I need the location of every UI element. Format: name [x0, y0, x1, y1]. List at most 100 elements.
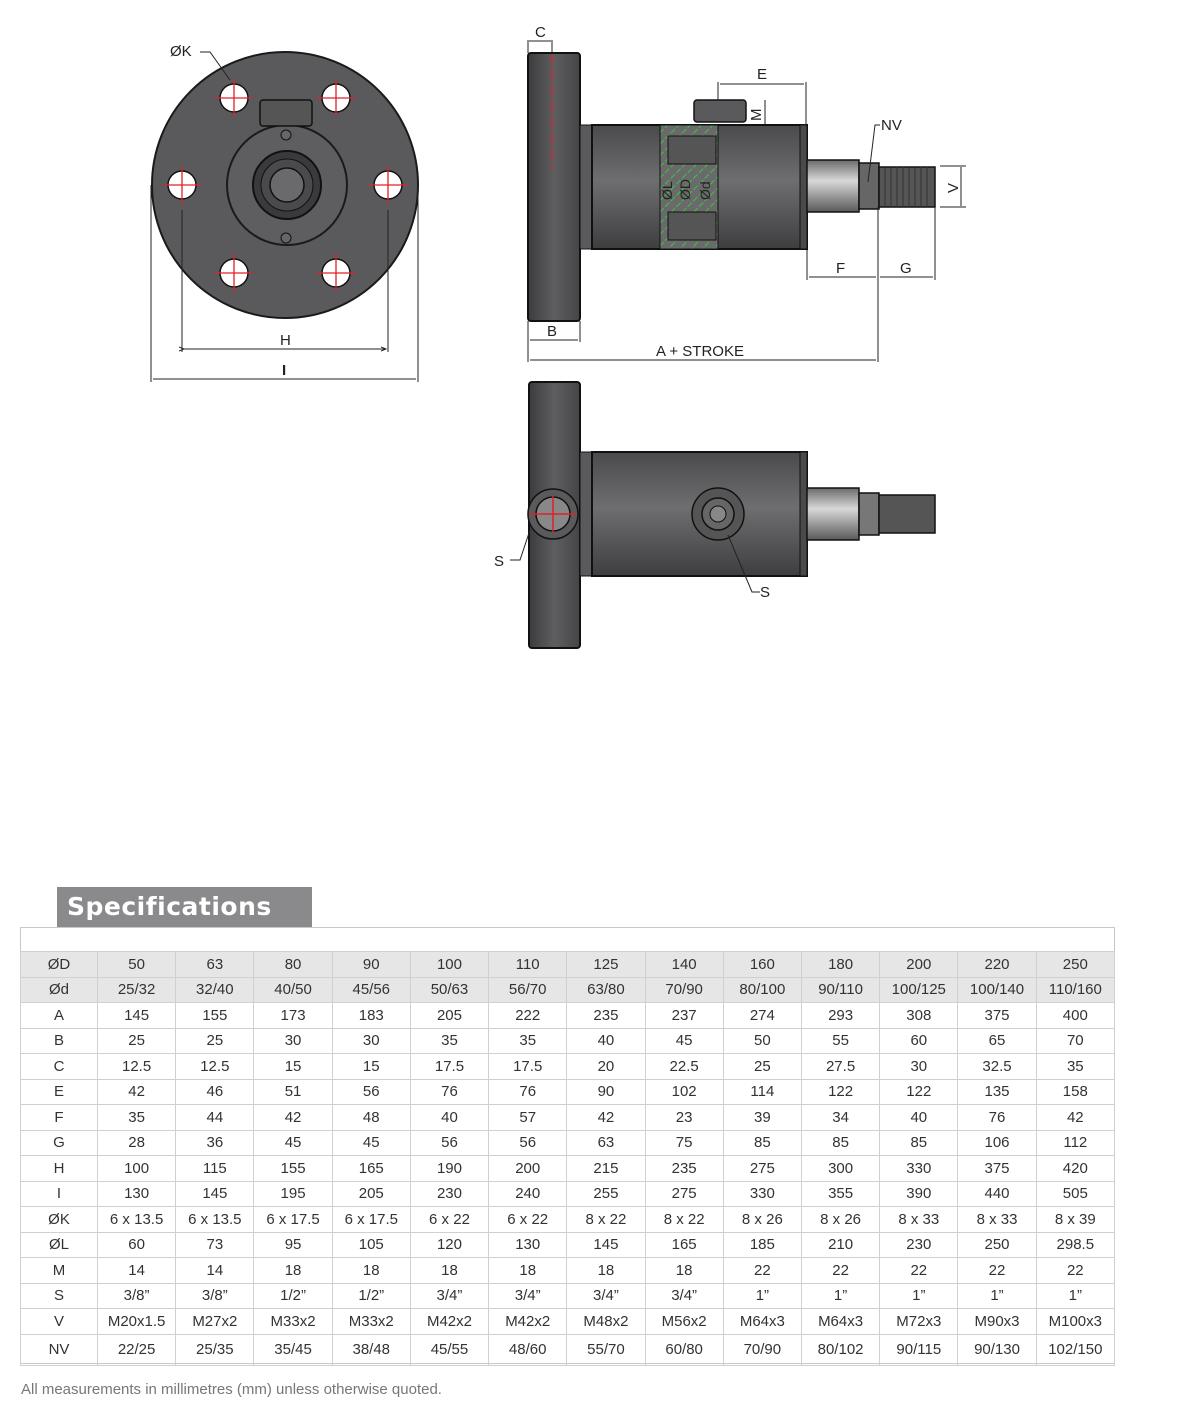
table-cell: 63/80	[566, 976, 646, 1003]
table-cell: 30	[331, 1027, 411, 1054]
row-label: ØK	[20, 1206, 98, 1233]
table-cell: 25	[722, 1053, 802, 1080]
table-cell: 255	[566, 1180, 646, 1207]
table-cell: M100x3	[1035, 1308, 1116, 1335]
table-cell: 8 x 26	[800, 1206, 881, 1233]
table-cell: 275	[722, 1155, 802, 1182]
table-cell: 18	[566, 1257, 646, 1284]
table-cell: 50	[722, 1027, 802, 1054]
table-cell: 3/8”	[175, 1282, 255, 1309]
table-cell: 25/32	[96, 976, 177, 1003]
table-cell: 56/70	[488, 976, 568, 1003]
table-cell: 14	[96, 1257, 177, 1284]
table-cell: 22	[722, 1257, 802, 1284]
table-cell: 80/100	[722, 976, 802, 1003]
table-cell: 110	[488, 951, 568, 978]
table-cell: 122	[879, 1078, 959, 1105]
table-cell: 300	[800, 1155, 881, 1182]
table-cell: 1/2”	[331, 1282, 411, 1309]
table-cell: 3/8”	[96, 1282, 177, 1309]
technical-drawing: ØK H I ØL ØD Ød C	[150, 24, 966, 649]
table-cell: M90x3	[957, 1308, 1037, 1335]
table-cell: 36	[175, 1129, 255, 1156]
table-cell: 235	[566, 1002, 646, 1029]
table-cell: 48/60	[488, 1333, 568, 1366]
table-cell: 155	[253, 1155, 333, 1182]
table-cell: 145	[566, 1231, 646, 1258]
table-cell: M64x3	[722, 1308, 802, 1335]
table-cell: 190	[409, 1155, 490, 1182]
table-cell: 210	[800, 1231, 881, 1258]
table-cell: 42	[96, 1078, 177, 1105]
table-cell: 70/90	[644, 976, 724, 1003]
table-cell: 76	[957, 1104, 1037, 1131]
table-cell: 25	[175, 1027, 255, 1054]
table-cell: M42x2	[409, 1308, 490, 1335]
table-cell: 3/4”	[488, 1282, 568, 1309]
row-label: E	[20, 1078, 98, 1105]
bolt-holes	[163, 79, 407, 292]
table-cell: 18	[488, 1257, 568, 1284]
table-cell: 222	[488, 1002, 568, 1029]
table-cell: 90/115	[879, 1333, 959, 1366]
table-cell: 12.5	[175, 1053, 255, 1080]
table-cell: 230	[879, 1231, 959, 1258]
table-cell: 375	[957, 1002, 1037, 1029]
table-cell: 274	[722, 1002, 802, 1029]
table-cell: 25	[96, 1027, 177, 1054]
table-cell: 165	[331, 1155, 411, 1182]
table-cell: 195	[253, 1180, 333, 1207]
label-wrench-flats: NV	[881, 117, 902, 134]
table-cell: 38/48	[331, 1333, 411, 1366]
table-cell: 90	[331, 951, 411, 978]
table-cell: 375	[957, 1155, 1037, 1182]
table-cell: 135	[957, 1078, 1037, 1105]
table-cell: 3/4”	[409, 1282, 490, 1309]
table-cell: 220	[957, 951, 1037, 978]
table-cell: 237	[644, 1002, 724, 1029]
front-view: ØK H I	[150, 43, 419, 382]
table-cell: 205	[409, 1002, 490, 1029]
table-cell: 34	[800, 1104, 881, 1131]
table-cell: 3/4”	[644, 1282, 724, 1309]
table-cell: 27.5	[800, 1053, 881, 1080]
table-cell: 30	[879, 1053, 959, 1080]
table-cell: 65	[957, 1027, 1037, 1054]
table-cell: 22/25	[96, 1333, 177, 1366]
row-label: H	[20, 1155, 98, 1182]
specifications-title: Specifications	[57, 887, 312, 927]
table-cell: 90	[566, 1078, 646, 1105]
table-cell: 308	[879, 1002, 959, 1029]
table-cell: 20	[566, 1053, 646, 1080]
table-cell: 1”	[722, 1282, 802, 1309]
table-cell: 18	[409, 1257, 490, 1284]
row-label: NV	[20, 1333, 98, 1366]
table-cell: 8 x 33	[957, 1206, 1037, 1233]
row-label: Ød	[20, 976, 98, 1003]
table-cell: 1”	[957, 1282, 1037, 1309]
table-cell: 1/2”	[253, 1282, 333, 1309]
table-cell: 8 x 26	[722, 1206, 802, 1233]
table-cell: 76	[409, 1078, 490, 1105]
row-label: ØL	[20, 1231, 98, 1258]
row-label: M	[20, 1257, 98, 1284]
table-cell: 56	[409, 1129, 490, 1156]
table-cell: 60	[96, 1231, 177, 1258]
table-cell: 28	[96, 1129, 177, 1156]
table-cell: 185	[722, 1231, 802, 1258]
label-port-height: M	[748, 109, 765, 122]
table-cell: 1”	[800, 1282, 881, 1309]
table-cell: 42	[253, 1104, 333, 1131]
table-cell: 145	[175, 1180, 255, 1207]
row-label: F	[20, 1104, 98, 1131]
label-flange-dia: I	[282, 362, 286, 379]
footnote: All measurements in millimetres (mm) unl…	[21, 1381, 442, 1398]
table-cell: 130	[96, 1180, 177, 1207]
